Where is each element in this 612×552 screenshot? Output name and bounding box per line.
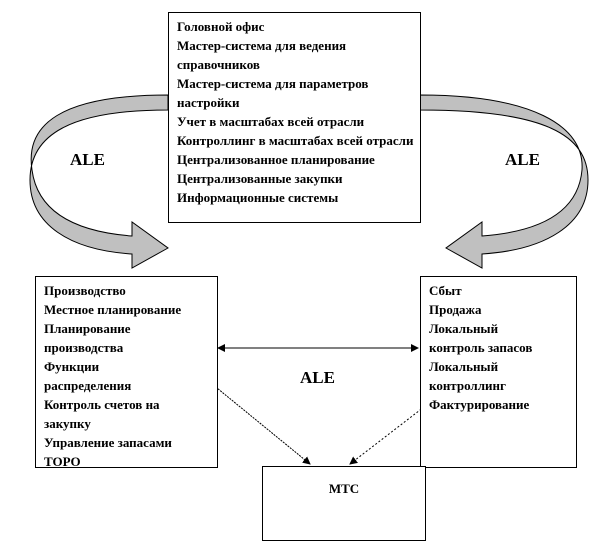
mts-box: МТС	[262, 466, 426, 541]
item: Учет в масштабах всей отрасли	[177, 114, 365, 129]
item: Информационные системы	[177, 190, 339, 205]
item: контроль запасов	[429, 340, 533, 355]
item: Планирование	[44, 321, 131, 336]
item: справочников	[177, 57, 260, 72]
item: Контроллинг в масштабах всей отрасли	[177, 133, 414, 148]
item: закупку	[44, 416, 91, 431]
item: Централизованные закупки	[177, 171, 343, 186]
ale-label-right: ALE	[505, 150, 540, 169]
item: производства	[44, 340, 124, 355]
item: Контроль счетов на	[44, 397, 160, 412]
ale-label-center: ALE	[300, 368, 335, 387]
item: настройки	[177, 95, 240, 110]
item: Управление запасами	[44, 435, 172, 450]
item: Сбыт	[429, 283, 462, 298]
mts-label: МТС	[328, 481, 360, 496]
sales-box: Сбыт Продажа Локальный контроль запасов …	[420, 276, 577, 468]
item: Продажа	[429, 302, 482, 317]
item: Мастер-система для параметров	[177, 76, 369, 91]
item: Головной офис	[177, 19, 265, 34]
plant-box: Производство Местное планирование Планир…	[35, 276, 218, 469]
item: Локальный	[429, 359, 499, 374]
item: ТОРО	[44, 454, 81, 469]
item: Функции	[44, 359, 100, 374]
item: Производство	[44, 283, 126, 298]
curved-arrow-right	[419, 94, 589, 269]
ale-label-left: ALE	[70, 150, 105, 169]
item: Местное планирование	[44, 302, 182, 317]
head-office-box: Головной офис Мастер-система для ведения…	[168, 12, 421, 223]
curved-arrow-left	[29, 94, 169, 269]
item: Мастер-система для ведения	[177, 38, 347, 53]
item: Централизованное планирование	[177, 152, 375, 167]
item: контроллинг	[429, 378, 506, 393]
item: Локальный	[429, 321, 499, 336]
item: распределения	[44, 378, 132, 393]
item: Фактурирование	[429, 397, 530, 412]
